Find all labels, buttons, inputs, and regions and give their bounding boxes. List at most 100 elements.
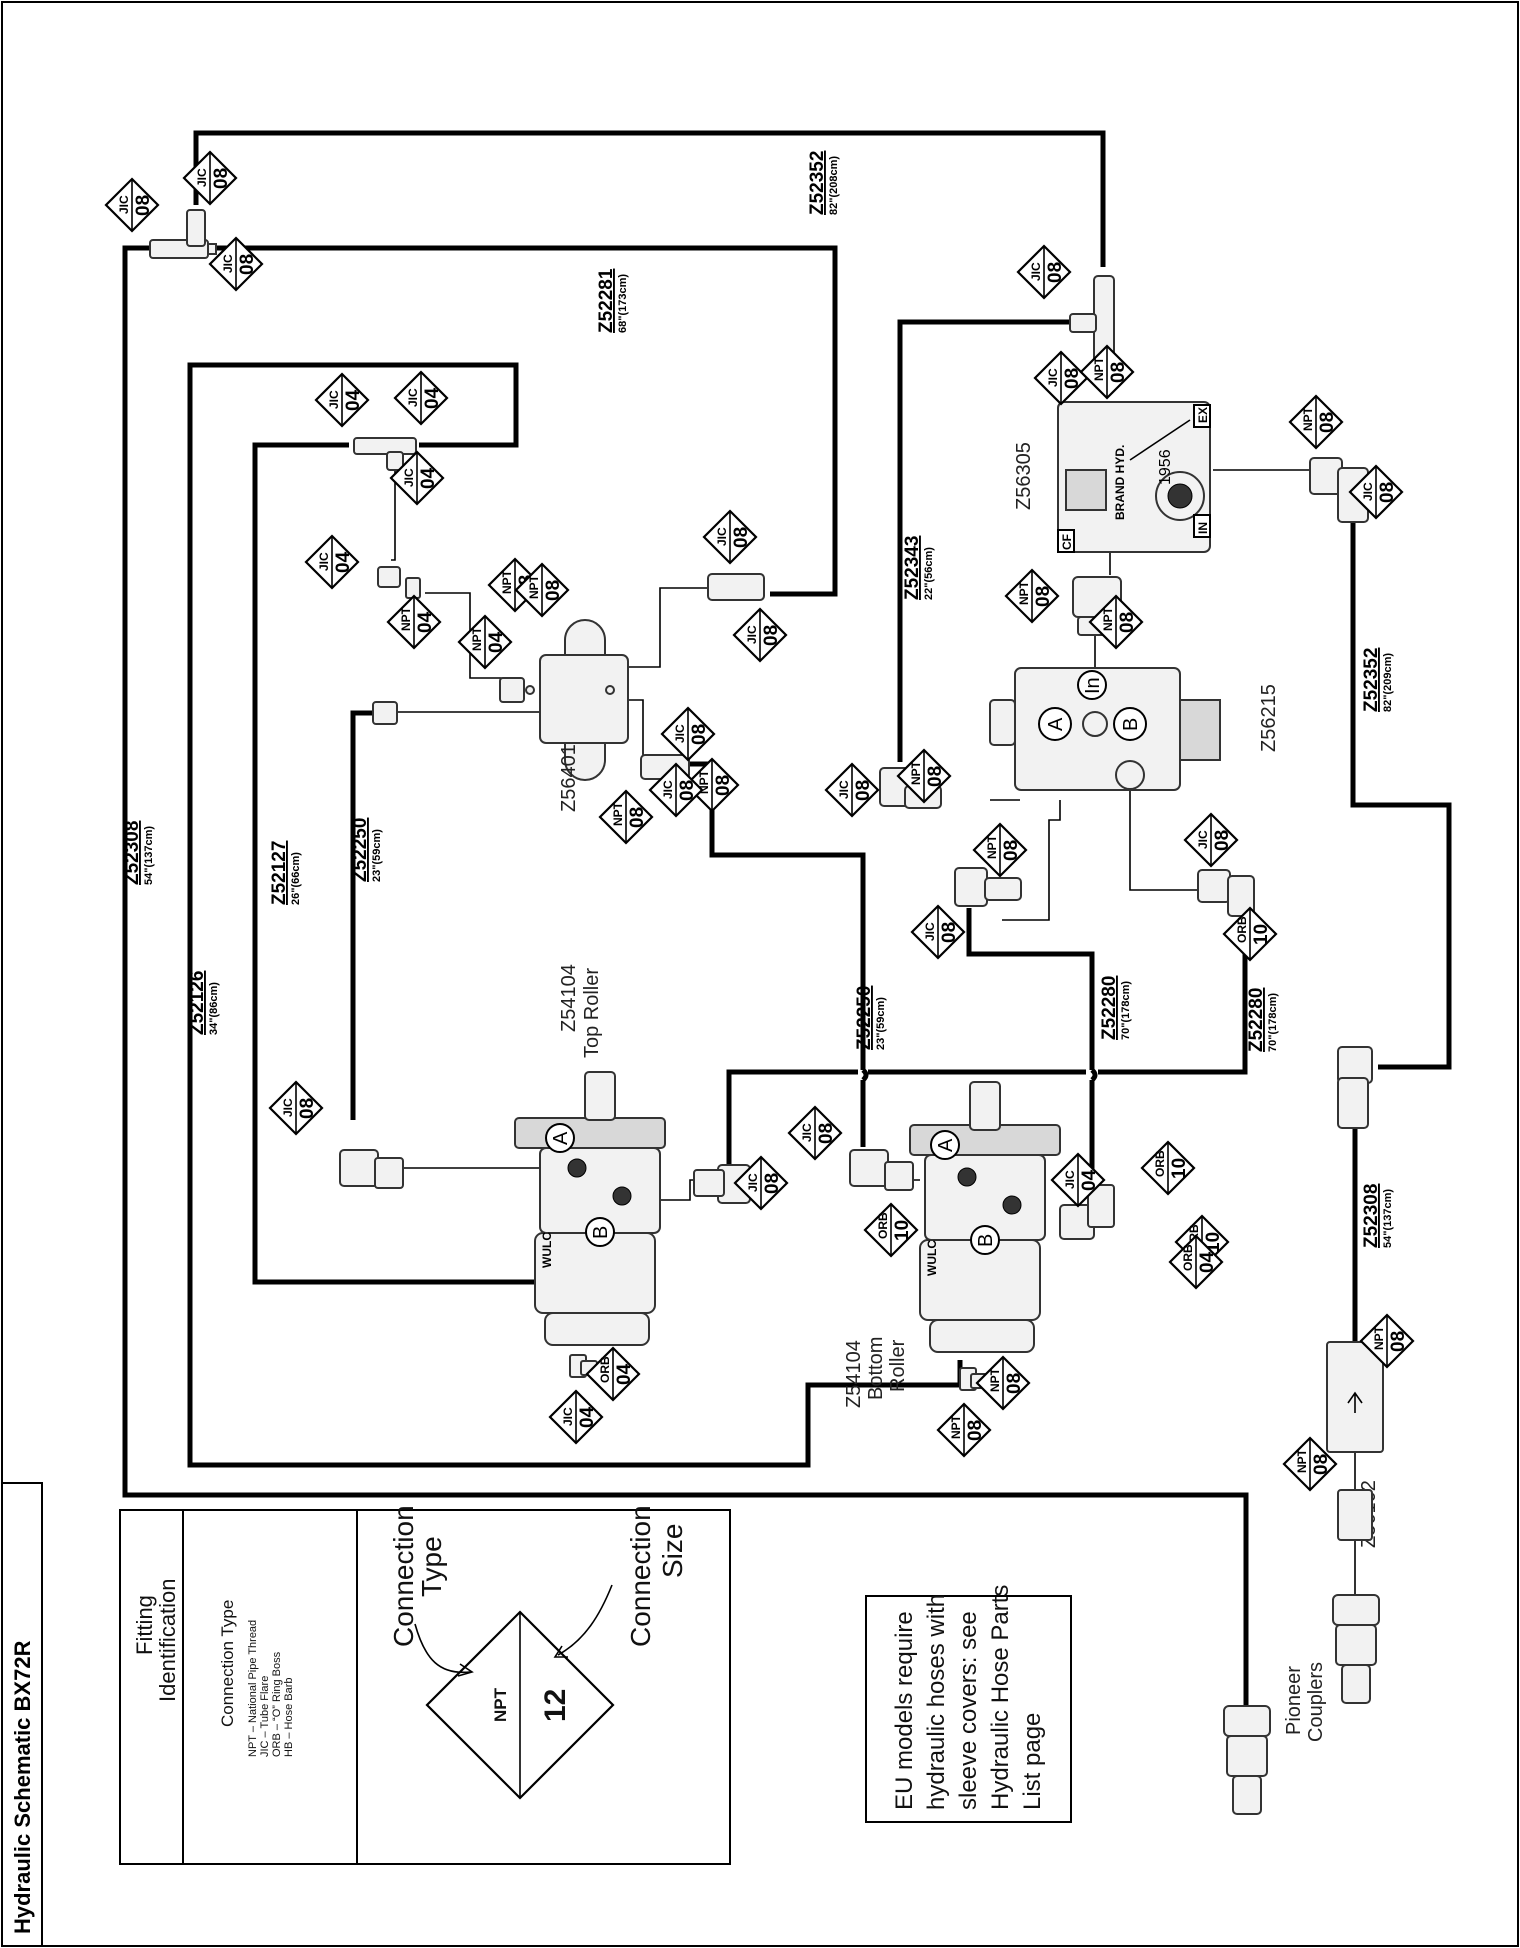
fitting-size: 08: [1317, 412, 1338, 433]
fitting-type: JIC: [1196, 830, 1210, 849]
fitting-type: JIC: [406, 388, 420, 407]
fitting-size: 08: [761, 625, 782, 646]
fitting-size: 08: [731, 527, 752, 548]
fitting-size: 04: [577, 1406, 598, 1428]
title-block: Hydraulic Schematic BX72R: [1, 1482, 43, 1947]
divider-z56401-label: Z56401: [558, 744, 580, 812]
fitting-size: 04: [343, 389, 364, 411]
fitting-size: 08: [1004, 1373, 1025, 1394]
pioneer-couplers: Pioneer Couplers: [1223, 1489, 1380, 1815]
flow-divider-z56401: Z56401: [372, 573, 765, 812]
fitting-type: ORB: [876, 1212, 890, 1239]
hose-length: 70"(178cm): [1267, 993, 1279, 1052]
fitting-type: NPT: [985, 834, 999, 859]
fitting-size: 04: [1197, 1251, 1218, 1273]
fitting-type: JIC: [1361, 482, 1375, 501]
legend-type-npt: NPT – National Pipe Thread: [247, 1620, 259, 1757]
note-line-2: hydraulic hoses with: [923, 1594, 950, 1810]
fitting-type: JIC: [195, 168, 209, 187]
note-line-4: Hydraulic Hose Parts: [987, 1585, 1014, 1810]
fitting-size: 08: [211, 168, 232, 189]
legend-example-type: NPT: [491, 1687, 510, 1722]
fitting-legend: Fitting Identification Connection Type N…: [119, 1505, 731, 1865]
fitting-size: 08: [939, 922, 960, 943]
fitting-type: NPT: [470, 626, 484, 651]
fitting-type: JIC: [923, 922, 937, 941]
fitting-type: JIC: [673, 724, 687, 743]
valve-brand: BRAND HYD.: [1113, 445, 1127, 520]
fitting-type: JIC: [1046, 368, 1060, 387]
fitting-type: JIC: [715, 527, 729, 546]
fitting-size: 04: [333, 551, 354, 573]
fitting-size: 10: [1251, 924, 1272, 945]
hose-z52280-left: [966, 908, 1095, 1183]
fitting-size: 08: [853, 780, 874, 801]
fitting-size: 08: [133, 195, 154, 216]
motor-top-roller: A B WULC Z54104 Top Roller: [339, 964, 751, 1346]
fitting-type: NPT: [1372, 1325, 1386, 1350]
fitting-type: NPT: [1017, 580, 1031, 605]
legend-type-hb: HB – Hose Barb: [283, 1678, 295, 1757]
valve-z56215-label: Z56215: [1258, 684, 1280, 752]
couplers-label-1: Pioneer: [1283, 1666, 1305, 1735]
svg-text:A: A: [550, 1131, 572, 1145]
elbow-fitting-04-small: [377, 566, 421, 599]
hose-z52281: [213, 245, 838, 597]
fitting-type: JIC: [221, 254, 235, 273]
fitting-size: 08: [762, 1173, 783, 1194]
note-line-3: sleeve covers: see: [955, 1611, 982, 1810]
legend-type-orb: ORB – “O” Ring Boss: [271, 1651, 283, 1757]
hose-length: 82"(208cm): [828, 156, 840, 215]
fitting-type: NPT: [500, 569, 514, 594]
fitting-size: 04: [1079, 1169, 1100, 1191]
fitting-size: 08: [1212, 830, 1233, 851]
fitting-size: 08: [1377, 482, 1398, 503]
valve-gauge: 1956: [1157, 449, 1174, 485]
fitting-type: JIC: [746, 1173, 760, 1192]
hose-z52126-loop: [187, 362, 963, 1468]
fitting-type: NPT: [988, 1367, 1002, 1392]
fitting-size: 08: [543, 580, 564, 601]
fitting-type: JIC: [402, 468, 416, 487]
fitting-size: 08: [689, 724, 710, 745]
motor-top-brand: WULC: [540, 1232, 554, 1268]
hose-part-number: Z52280: [1099, 976, 1120, 1040]
hose-z52343: [897, 319, 1070, 762]
hose-part-number: Z52126: [187, 971, 208, 1035]
motor-top-number: Z54104: [558, 964, 580, 1032]
thin-lines: [391, 450, 1370, 1595]
tee-fitting-top-left: [149, 209, 217, 259]
fitting-size: 08: [965, 1420, 986, 1441]
svg-text:A: A: [935, 1138, 957, 1152]
fitting-size: 10: [892, 1220, 913, 1241]
fitting-type: JIC: [800, 1123, 814, 1142]
hose-length: 68"(173cm): [617, 274, 629, 333]
